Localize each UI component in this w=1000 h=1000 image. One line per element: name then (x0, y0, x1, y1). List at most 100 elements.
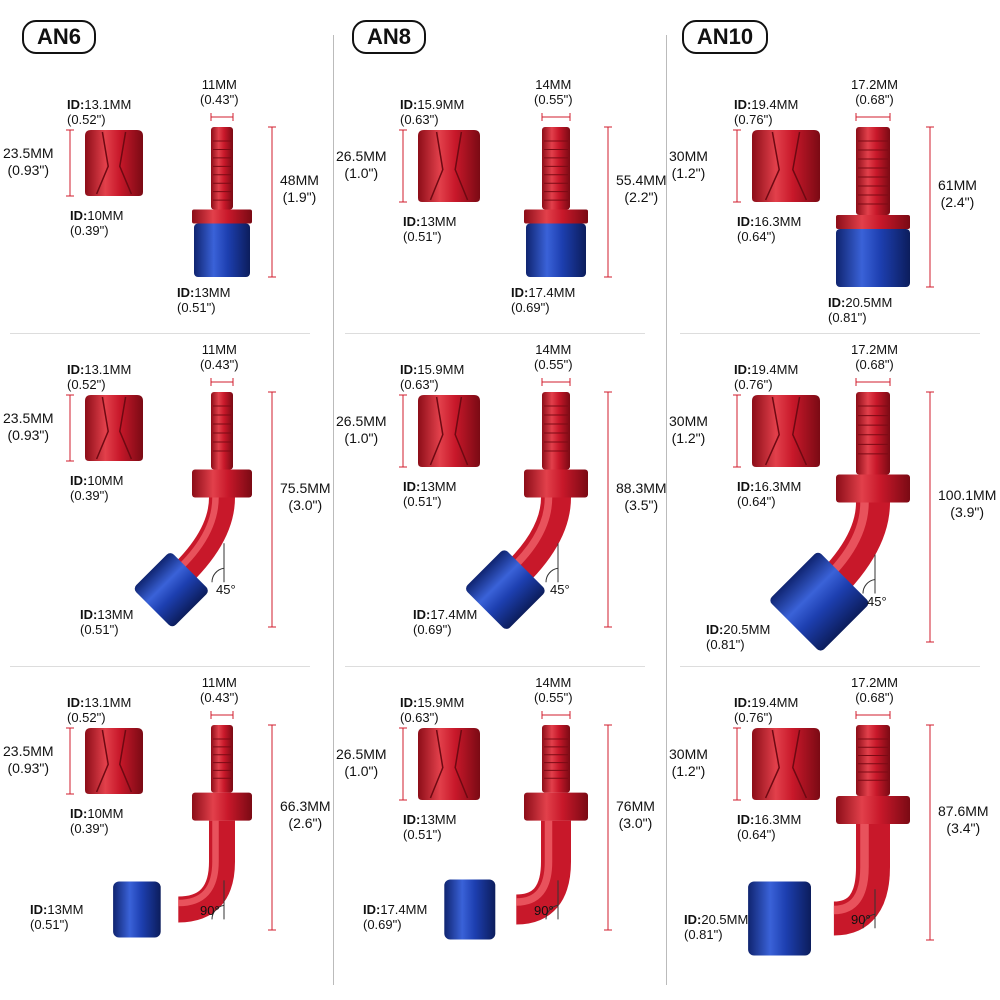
nut-id-inch: (0.39") (70, 488, 109, 503)
nut-id-value: 13MM (420, 479, 457, 494)
length-value: 55.4MM (616, 172, 667, 188)
tip-width-label: 14MM(0.55") (534, 675, 573, 705)
nut-height-inch: (1.0") (344, 430, 379, 446)
tip-width-inch: (0.55") (534, 92, 573, 107)
threaded-tip (542, 127, 570, 210)
nut-id-value: 16.3MM (754, 479, 802, 494)
nut-id-inch: (0.64") (737, 494, 776, 509)
length-inch: (2.6") (288, 814, 323, 831)
id-prefix: ID: (67, 362, 85, 377)
nut-id-inch: (0.51") (403, 229, 442, 244)
nut-id-label: ID:13MM(0.51") (403, 812, 456, 842)
column-title-an8: AN8 (352, 20, 426, 54)
nut-id-label: ID:16.3MM(0.64") (737, 812, 801, 842)
nut-od-label: ID:13.1MM(0.52") (67, 97, 131, 127)
fitting-id-label: ID:20.5MM(0.81") (706, 622, 770, 652)
tip-width-inch: (0.43") (200, 92, 239, 107)
nut-id-value: 13MM (420, 214, 457, 229)
nut-od-inch: (0.52") (67, 710, 106, 725)
nut-id-value: 16.3MM (754, 812, 802, 827)
nut-od-inch: (0.76") (734, 377, 773, 392)
swivel-nut-group (134, 553, 208, 627)
nut-od-label: ID:15.9MM(0.63") (400, 362, 464, 392)
swivel-nut (134, 553, 208, 627)
nut-id-label: ID:16.3MM(0.64") (737, 214, 801, 244)
nut-height-value: 26.5MM (336, 746, 387, 762)
nut-height-inch: (1.0") (344, 763, 379, 779)
column-divider (666, 35, 667, 985)
nut-id-label: ID:10MM(0.39") (70, 208, 123, 238)
nut-height-label: 26.5MM(1.0") (336, 746, 387, 780)
length-label: 61MM(2.4") (938, 177, 977, 211)
fitting-id-value: 13MM (194, 285, 231, 300)
hex-collar (836, 795, 910, 824)
tip-width-label: 11MM(0.43") (200, 342, 239, 372)
nut-od-inch: (0.76") (734, 112, 773, 127)
socket-nut (418, 395, 480, 467)
fitting-id-label: ID:20.5MM(0.81") (684, 912, 748, 942)
nut-height-inch: (0.93") (7, 760, 50, 776)
id-prefix: ID: (400, 695, 418, 710)
fitting-id-inch: (0.69") (363, 917, 402, 932)
angle-label: 90° (534, 903, 554, 918)
angle-arc (211, 567, 225, 583)
nut-height-value: 26.5MM (336, 148, 387, 164)
nut-height-value: 30MM (669, 746, 708, 762)
tip-width-value: 17.2MM (851, 77, 898, 92)
threaded-tip (542, 392, 570, 470)
id-prefix: ID: (70, 208, 88, 223)
socket-facet (95, 729, 133, 793)
tip-width-value: 17.2MM (851, 342, 898, 357)
fitting-id-label: ID:13MM(0.51") (177, 285, 230, 315)
swivel-nut (836, 229, 910, 287)
fitting-id-inch: (0.51") (30, 917, 69, 932)
tip-width-label: 17.2MM(0.68") (851, 342, 898, 372)
tip-width-value: 14MM (535, 675, 572, 690)
hex-collar (524, 209, 588, 224)
nut-od-label: ID:13.1MM(0.52") (67, 362, 131, 392)
nut-height-value: 23.5MM (3, 410, 54, 426)
id-prefix: ID: (70, 473, 88, 488)
id-prefix: ID: (403, 214, 421, 229)
nut-id-label: ID:13MM(0.51") (403, 479, 456, 509)
nut-od-label: ID:19.4MM(0.76") (734, 695, 798, 725)
id-prefix: ID: (734, 362, 752, 377)
tip-width-label: 14MM(0.55") (534, 77, 573, 107)
tube-highlight (833, 823, 869, 915)
length-label: 75.5MM(3.0") (280, 480, 331, 514)
length-inch: (3.9") (950, 504, 985, 520)
angle-label: 45° (867, 594, 887, 609)
nut-id-inch: (0.64") (737, 827, 776, 842)
hex-collar (836, 474, 910, 503)
nut-id-inch: (0.64") (737, 229, 776, 244)
nut-height-label: 23.5MM(0.93") (3, 410, 54, 444)
fitting-id-label: ID:17.4MM(0.69") (363, 902, 427, 932)
id-prefix: ID: (706, 622, 724, 637)
nut-od-label: ID:13.1MM(0.52") (67, 695, 131, 725)
column-title-an10: AN10 (682, 20, 768, 54)
id-prefix: ID: (734, 97, 752, 112)
fitting-id-label: ID:17.4MM(0.69") (413, 607, 477, 637)
angle-value: 90° (851, 912, 871, 928)
fitting-id-value: 17.4MM (380, 902, 428, 917)
socket-facet (95, 396, 133, 460)
nut-od-value: 15.9MM (417, 362, 465, 377)
swivel-nut (526, 223, 586, 277)
socket-nut (752, 728, 820, 800)
tip-width-label: 11MM(0.43") (200, 675, 239, 705)
fitting-id-label: ID:13MM(0.51") (30, 902, 83, 932)
id-prefix: ID: (737, 479, 755, 494)
id-prefix: ID: (413, 607, 431, 622)
length-value: 61MM (938, 177, 977, 193)
socket-facet (764, 729, 808, 799)
fitting-id-value: 13MM (47, 902, 84, 917)
nut-height-value: 30MM (669, 413, 708, 429)
nut-od-value: 19.4MM (751, 97, 799, 112)
angle-arc (545, 567, 559, 583)
socket-facet (95, 131, 133, 195)
nut-height-inch: (0.93") (7, 427, 50, 443)
tube-highlight (178, 820, 219, 907)
nut-id-value: 10MM (87, 208, 124, 223)
nut-id-inch: (0.39") (70, 223, 109, 238)
